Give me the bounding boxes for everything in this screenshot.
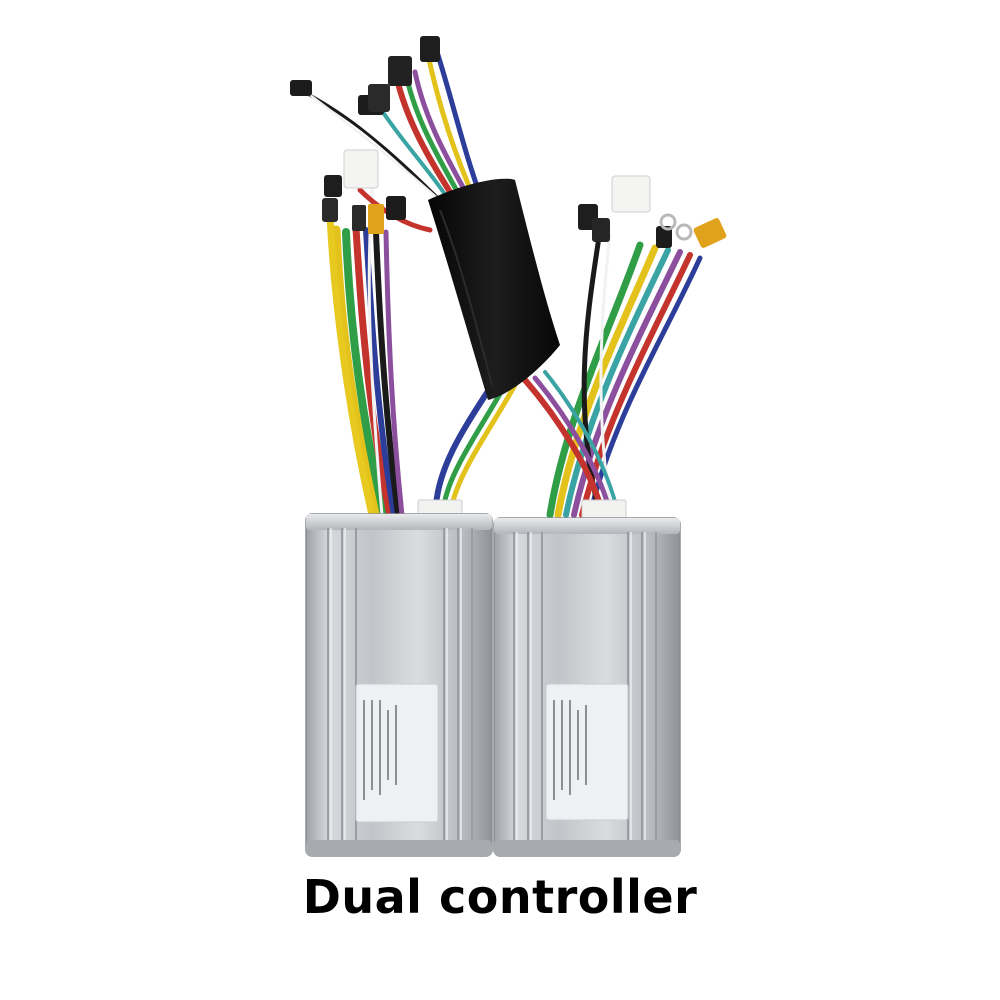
right-label-sticker xyxy=(545,683,629,821)
center-harness-wires xyxy=(433,370,618,508)
left-controller-unit xyxy=(305,513,493,857)
connectors xyxy=(290,36,727,523)
left-label-sticker xyxy=(355,683,439,823)
dual-controller-image xyxy=(290,36,727,857)
right-wire-bundle xyxy=(546,227,703,519)
left-wire-bundle xyxy=(326,188,405,520)
black-sleeve xyxy=(428,178,560,400)
caption-text: Dual controller xyxy=(302,870,698,924)
right-controller-unit xyxy=(493,517,681,857)
